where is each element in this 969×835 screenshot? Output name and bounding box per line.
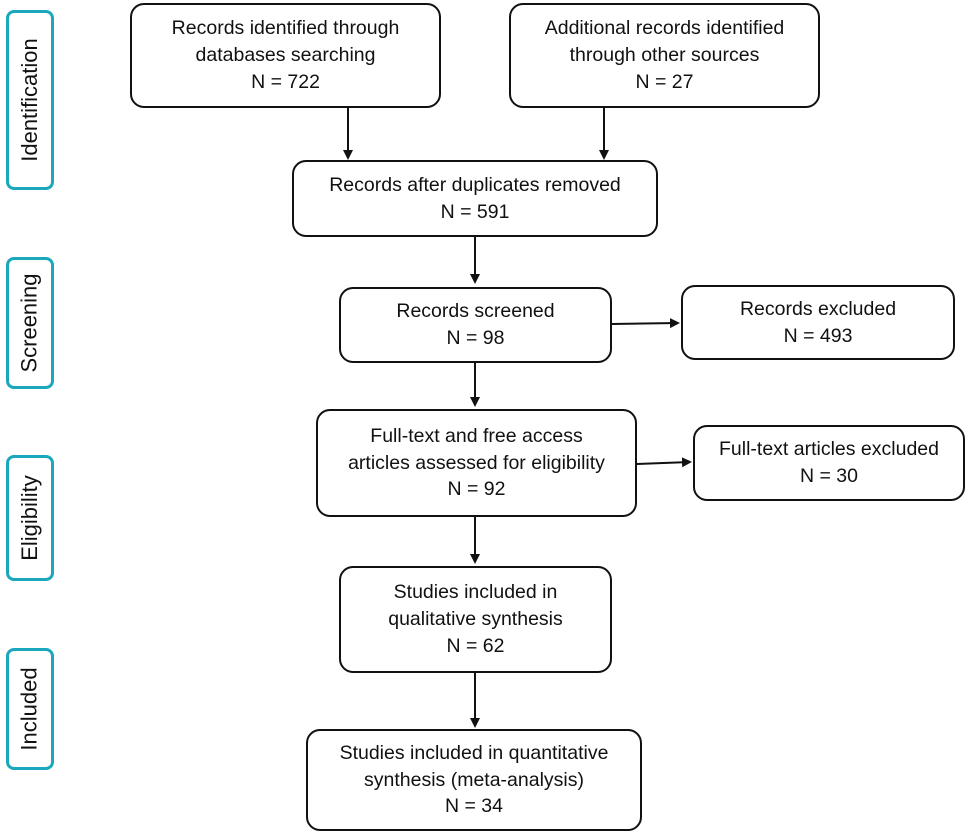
- box-fulltext-assessed: Full-text and free access articles asses…: [316, 409, 637, 517]
- arrow-screened-to-excluded: [611, 318, 680, 329]
- box-records-other-sources: Additional records identified through ot…: [509, 3, 820, 108]
- fulltext-assessed-count: N = 92: [447, 478, 506, 501]
- phase-included-label: Included: [17, 667, 42, 751]
- qualitative-line2: qualitative synthesis: [388, 608, 563, 631]
- box-records-screened: Records screened N = 98: [339, 287, 612, 363]
- screened-count: N = 98: [446, 327, 505, 349]
- arrow-fulltext-to-excluded: [636, 457, 692, 468]
- phase-eligibility-label: Eligibility: [17, 475, 42, 561]
- box-fulltext-excluded: Full-text articles excluded N = 30: [693, 425, 965, 501]
- excluded-count: N = 493: [783, 324, 853, 347]
- fulltext-excluded-count: N = 30: [800, 465, 858, 487]
- box-records-excluded: Records excluded N = 493: [681, 285, 955, 360]
- other-sources-line2: through other sources: [569, 44, 760, 67]
- fulltext-assessed-line2: articles assessed for eligibility: [348, 451, 605, 474]
- quantitative-line2: synthesis (meta-analysis): [364, 768, 584, 791]
- phase-included: Included: [6, 648, 54, 770]
- phase-identification-label: Identification: [17, 38, 42, 162]
- other-sources-count: N = 27: [635, 70, 694, 93]
- qualitative-count: N = 62: [446, 634, 505, 657]
- duplicates-removed-count: N = 591: [440, 200, 510, 223]
- box-qualitative-synthesis: Studies included in qualitative synthesi…: [339, 566, 612, 673]
- phase-screening-label: Screening: [17, 273, 43, 373]
- box-duplicates-removed: Records after duplicates removed N = 591: [292, 160, 658, 237]
- phase-screening: Screening: [6, 257, 54, 389]
- quantitative-count: N = 34: [445, 795, 503, 818]
- qualitative-line1: Studies included in: [393, 581, 558, 604]
- db-search-line2: databases searching: [195, 44, 376, 67]
- fulltext-assessed-line1: Full-text and free access: [370, 424, 583, 447]
- quantitative-line1: Studies included in quantitative: [339, 741, 609, 764]
- other-sources-line1: Additional records identified: [544, 17, 785, 40]
- db-search-count: N = 722: [251, 70, 320, 93]
- phase-eligibility: Eligibility: [6, 455, 54, 581]
- db-search-line1: Records identified through: [171, 17, 400, 40]
- duplicates-removed-line1: Records after duplicates removed: [329, 173, 621, 196]
- box-records-database-search: Records identified through databases sea…: [130, 3, 441, 108]
- phase-identification: Identification: [6, 10, 54, 190]
- screened-line1: Records screened: [396, 300, 555, 323]
- excluded-line1: Records excluded: [739, 297, 897, 320]
- fulltext-excluded-line1: Full-text articles excluded: [718, 438, 939, 461]
- box-quantitative-synthesis: Studies included in quantitative synthes…: [306, 729, 642, 831]
